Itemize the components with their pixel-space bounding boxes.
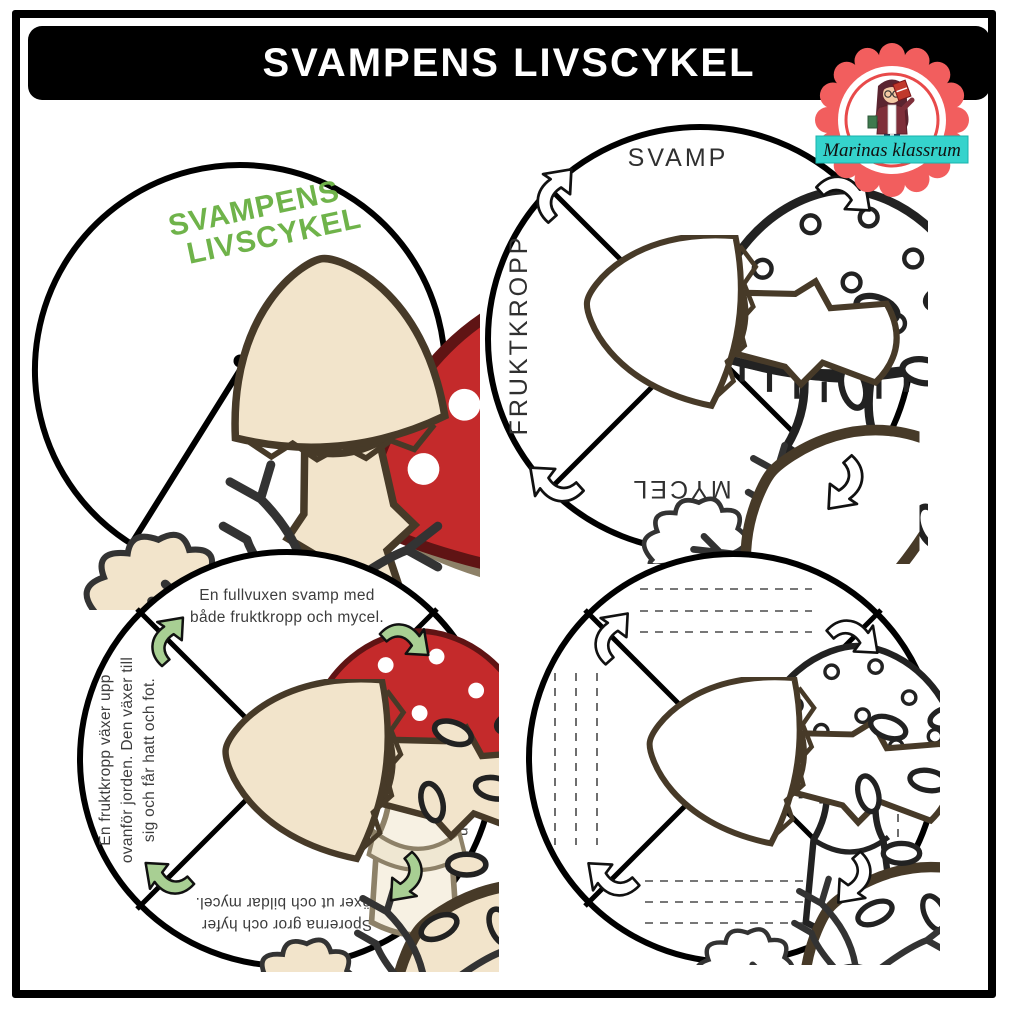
page-title: SVAMPENS LIVSCYKEL (262, 40, 756, 85)
wheel-labeled: SVAMP SPORER MYCEL FRUKTKROPP (485, 124, 928, 564)
badge-banner (815, 135, 969, 164)
wheel-captioned: En fullvuxen svamp med både fruktkropp o… (77, 549, 499, 972)
caption-top-line1: En fullvuxen svamp med (199, 587, 374, 604)
caption-top-line2: både fruktkropp och mycel. (190, 609, 384, 626)
wheel-writein (526, 551, 940, 965)
caption-left-line3: sig och får hatt och fot. (141, 678, 158, 842)
label-svamp: SVAMP (628, 144, 729, 172)
wheel-cover: SVAMPENS LIVSCYKEL (32, 162, 480, 610)
caption-bottom-line2: växer ut och bildar mycel. (195, 894, 379, 911)
page-border (12, 10, 996, 998)
caption-bottom-line1: Sporerna gror och hyfer (202, 916, 373, 933)
caption-left-line2: ovanför jorden. Den växer till (119, 657, 136, 863)
brand-badge: Marinas klassrum (812, 36, 972, 204)
badge-label: Marinas klassrum (822, 140, 961, 161)
label-fruktkropp: FRUKTKROPP (505, 235, 533, 436)
caption-left-line1: En fruktkropp växer upp (97, 674, 114, 845)
